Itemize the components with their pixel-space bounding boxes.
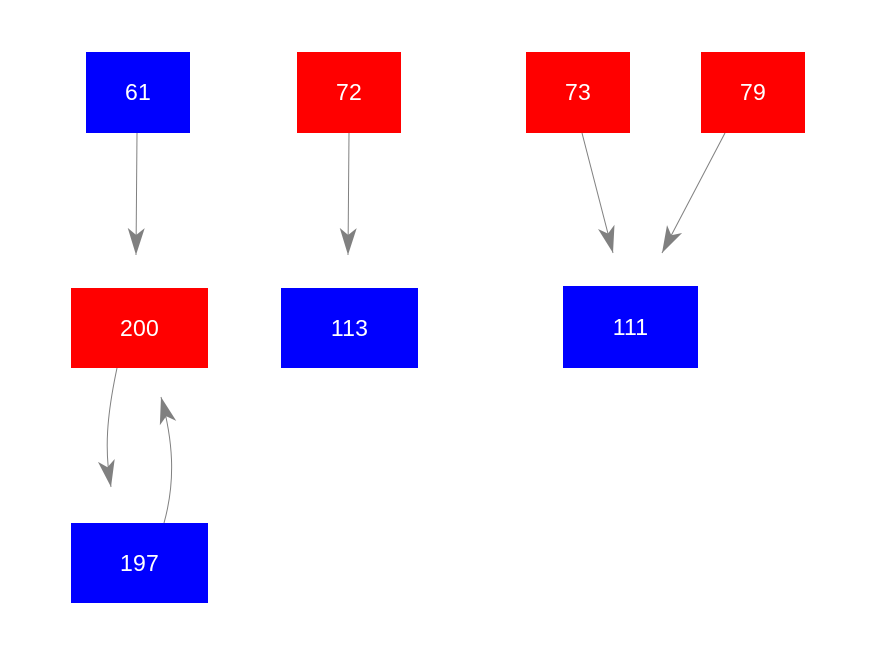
graph-node-label: 72 [336, 79, 362, 105]
graph-node-111[interactable]: 111 [563, 286, 698, 368]
arrowhead-icon [598, 224, 615, 253]
edge-line [581, 132, 614, 254]
edge-61-to-200 [127, 132, 145, 256]
graph-node-113[interactable]: 113 [281, 288, 418, 368]
graph-node-200[interactable]: 200 [71, 288, 208, 368]
graph-node-label: 79 [740, 79, 766, 105]
edge-line [160, 396, 173, 524]
arrowhead-icon [159, 397, 177, 426]
graph-node-label: 73 [565, 79, 591, 105]
arrowhead-icon [127, 227, 145, 255]
edge-line [347, 132, 350, 256]
arrowhead-icon [662, 225, 683, 253]
graph-node-label: 61 [125, 79, 151, 105]
arrowhead-icon [97, 458, 115, 487]
graph-node-79[interactable]: 79 [701, 52, 805, 133]
graph-node-label: 111 [612, 313, 649, 340]
graph-node-72[interactable]: 72 [297, 52, 401, 133]
graph-node-197[interactable]: 197 [71, 523, 208, 603]
graph-node-label: 197 [120, 549, 159, 576]
edge-200-to-197 [97, 367, 118, 488]
edge-line [135, 132, 138, 256]
edge-73-to-111 [581, 132, 615, 254]
graph-node-label: 200 [120, 314, 159, 341]
edge-72-to-113 [339, 132, 357, 256]
graph-node-73[interactable]: 73 [526, 52, 630, 133]
arrowhead-icon [339, 227, 357, 255]
graph-node-61[interactable]: 61 [86, 52, 190, 133]
graph-node-label: 113 [330, 314, 369, 341]
edge-197-to-200 [159, 396, 177, 524]
edge-line [106, 367, 118, 488]
edge-line [661, 132, 726, 254]
edge-79-to-111 [661, 132, 726, 254]
